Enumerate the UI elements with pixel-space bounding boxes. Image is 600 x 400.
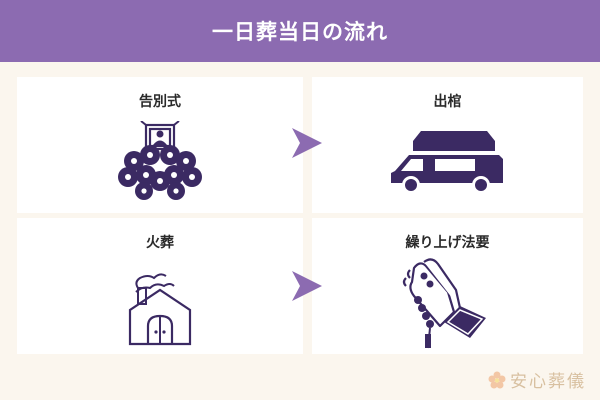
brand-logo: 安心葬儀 <box>488 367 586 392</box>
header-banner: 一日葬当日の流れ <box>0 0 600 62</box>
page-title: 一日葬当日の流れ <box>212 20 388 44</box>
step-card-cremation: 火葬 <box>17 218 303 354</box>
crematorium-icon <box>128 273 192 346</box>
step-label: 出棺 <box>433 94 462 110</box>
flower-icon <box>488 371 506 388</box>
step-card-departure: 出棺 <box>312 77 583 213</box>
arrow-right-icon <box>292 271 322 301</box>
funeral-altar-icon <box>118 121 202 200</box>
step-card-funeral: 告別式 <box>17 77 303 213</box>
step-label: 火葬 <box>146 235 174 251</box>
hearse-icon <box>391 131 503 194</box>
brand-name: 安心葬儀 <box>510 372 586 392</box>
arrow-right-icon <box>292 128 322 158</box>
step-label: 繰り上げ法要 <box>405 235 490 251</box>
step-label: 告別式 <box>139 94 181 110</box>
praying-hands-rosary-icon <box>402 258 486 349</box>
step-card-memorial-service: 繰り上げ法要 <box>312 218 583 354</box>
